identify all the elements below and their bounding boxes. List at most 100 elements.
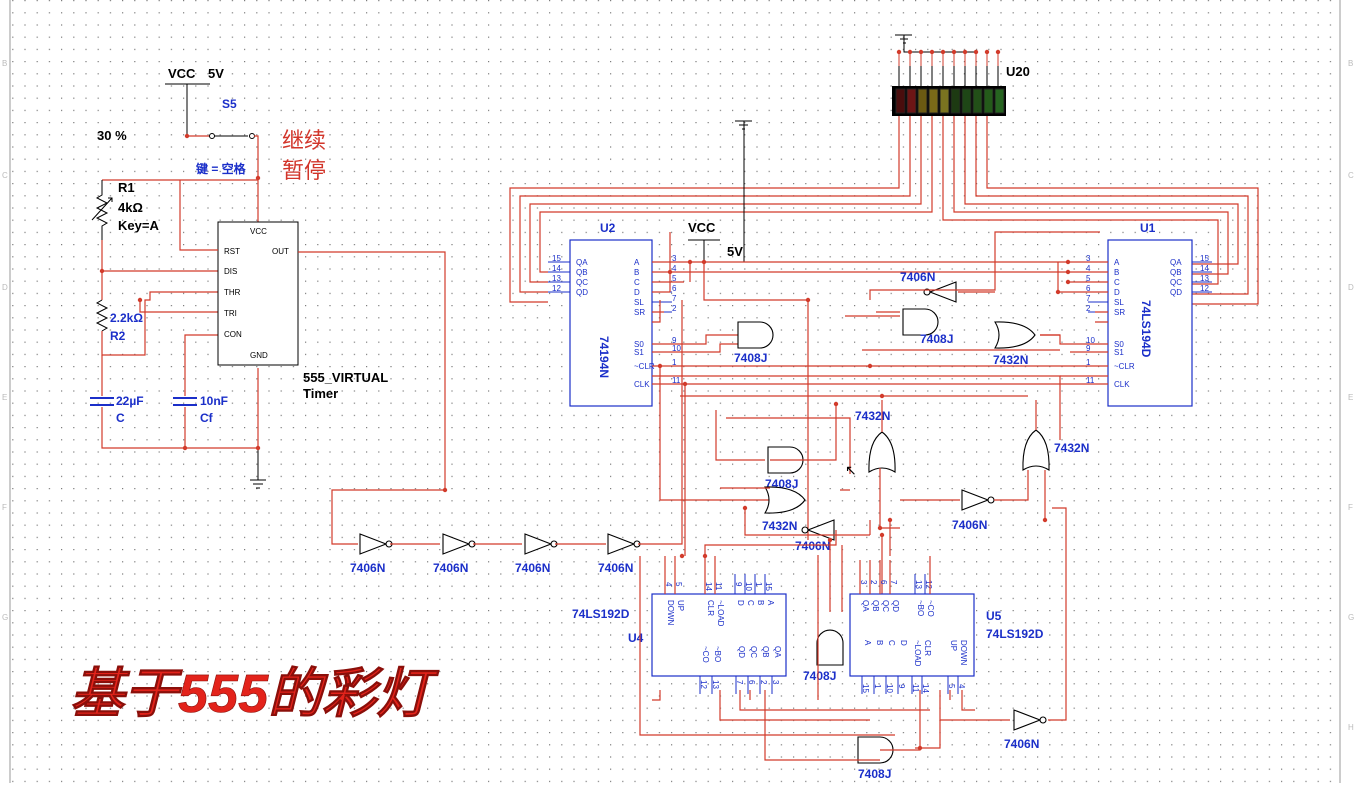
resistor-r2: 2.2kΩ R2	[95, 299, 143, 343]
and-gate-7408[interactable]: 7408J	[857, 736, 894, 781]
u5-pin-name: QC	[881, 600, 890, 612]
u1-pin-num: 11	[1086, 376, 1095, 385]
gate-label: 7432N	[855, 409, 890, 423]
u4-pin-name: QC	[749, 646, 758, 658]
u1-pin-name: ~CLR	[1114, 362, 1135, 371]
u5-pin-num: 9	[897, 684, 906, 689]
u1-pin-name: QA	[1170, 258, 1182, 267]
timer-pin-dis: DIS	[224, 267, 237, 276]
or-gate-7432[interactable]: 7432N	[1022, 429, 1089, 471]
inverter-7406[interactable]: 7406N	[598, 533, 641, 575]
capacitor-cf: 10nF Cf	[173, 394, 228, 425]
and-gate-7408[interactable]: 7408J	[734, 321, 774, 365]
junction-dot	[701, 259, 707, 265]
u5-pin-name: ~CO	[926, 600, 935, 617]
vcc-label: VCC	[168, 66, 196, 81]
junction-dot	[667, 269, 673, 275]
u5-pin-num: 4	[957, 684, 966, 689]
u5-pin-name: QB	[871, 600, 880, 612]
bargraph-u20[interactable]: U20	[892, 34, 1030, 116]
u1-pin-name: S1	[1114, 348, 1124, 357]
u2-pin-name: B	[634, 268, 639, 277]
u1-type: 74LS194D	[1139, 300, 1153, 358]
gate-label: 7432N	[993, 353, 1028, 367]
u5-pin-num: 5	[947, 684, 956, 689]
u4-pin-name: CLR	[706, 600, 715, 616]
u1-pin-name: D	[1114, 288, 1120, 297]
or-gate-7432[interactable]: 7432N	[762, 486, 806, 533]
u4-pin-num: 1	[754, 582, 763, 587]
u4-pin-num: 6	[747, 680, 756, 685]
u5-pin-name: B	[875, 640, 884, 645]
u5-pin-num: 13	[914, 580, 923, 589]
pot-ref: R1	[118, 180, 135, 195]
u5-pin-num: 7	[889, 580, 898, 585]
u1-pin-name: SL	[1114, 298, 1124, 307]
u5-pin-num: 11	[911, 684, 920, 693]
ground-left	[250, 448, 266, 489]
timer-555[interactable]: VCC RST OUT DIS THR TRI CON GND 555_VIRT…	[217, 221, 388, 401]
u4-pin-name: ~BO	[713, 646, 722, 662]
svg-text:G: G	[2, 613, 8, 622]
and-gate-7408[interactable]: 7408J	[902, 308, 953, 346]
pause-label: 暂停	[282, 158, 326, 183]
u5-pin-num: 10	[885, 684, 894, 693]
inverter-7406[interactable]: 7406N	[952, 489, 995, 532]
svg-text:C: C	[1348, 171, 1354, 180]
chip-u5[interactable]: U5 74LS192D 3QA2QB6QC7QD13~BO12~CO15A1B1…	[849, 574, 1044, 694]
u1-pin-num: 9	[1086, 344, 1091, 353]
timer-pin-rst: RST	[224, 247, 240, 256]
u1-pin-name: QD	[1170, 288, 1182, 297]
u2-pin-name: ~CLR	[634, 362, 655, 371]
u5-pin-name: UP	[949, 640, 958, 651]
u5-pin-name: ~BO	[916, 600, 925, 616]
vcc2-label: VCC	[688, 220, 716, 235]
u1-pin-num: 5	[1086, 274, 1091, 283]
u4-pin-name: ~LOAD	[716, 600, 725, 627]
gate-label: 7406N	[1004, 737, 1039, 751]
svg-text:B: B	[1348, 59, 1353, 68]
u2-pin-name: SR	[634, 308, 645, 317]
junction-dot	[805, 297, 811, 303]
switch-ref: S5	[222, 97, 237, 111]
logic-gates: 7406N7408J7408J7432N7432N7432N7408J7432N…	[99, 133, 1089, 781]
u4-pin-num: 13	[711, 680, 720, 689]
u1-pin-name: C	[1114, 278, 1120, 287]
inverter-7406[interactable]: 7406N	[515, 533, 558, 575]
continue-label: 继续	[282, 128, 326, 153]
inverter-7406[interactable]: 7406N	[350, 533, 393, 575]
u5-pin-name: CLR	[923, 640, 932, 656]
junction-dot	[1055, 289, 1061, 295]
u1-pin-num: 12	[1200, 284, 1209, 293]
u5-pin-name: QA	[861, 600, 870, 612]
gate-label: 7406N	[900, 270, 935, 284]
u4-pin-name: C	[746, 600, 755, 606]
u2-pin-num: 11	[672, 376, 681, 385]
u4-pin-name: B	[756, 600, 765, 605]
chip-u4[interactable]: 74LS192D U4 4DOWN5UP14CLR11~LOAD9D10C1B1…	[572, 574, 787, 694]
u1-pin-num: 7	[1086, 294, 1091, 303]
supply-vcc-left: VCC 5V	[165, 66, 224, 136]
u2-pin-name: QB	[576, 268, 588, 277]
svg-text:F: F	[2, 503, 7, 512]
u1-pin-name: SR	[1114, 308, 1125, 317]
switch-s5[interactable]: S5 键 = 空格	[187, 97, 259, 178]
u5-pin-name: ~LOAD	[913, 640, 922, 667]
u2-pin-name: QC	[576, 278, 588, 287]
svg-text:B: B	[2, 59, 7, 68]
inverter-7406[interactable]: 7406N	[433, 533, 476, 575]
junction-dot	[679, 553, 685, 559]
junction-dot	[184, 133, 190, 139]
and-gate-7408[interactable]: 7408J	[765, 446, 804, 491]
u2-pin-name: A	[634, 258, 640, 267]
u1-pin-num: 3	[1086, 254, 1091, 263]
or-gate-7432[interactable]: 7432N	[993, 321, 1036, 367]
inverter-7406[interactable]: 7406N	[1004, 709, 1047, 751]
inverter-chain: 7406N 7406N 7406N 7406N	[350, 533, 641, 575]
r2-value: 2.2kΩ	[110, 311, 143, 325]
svg-text:C: C	[2, 171, 8, 180]
